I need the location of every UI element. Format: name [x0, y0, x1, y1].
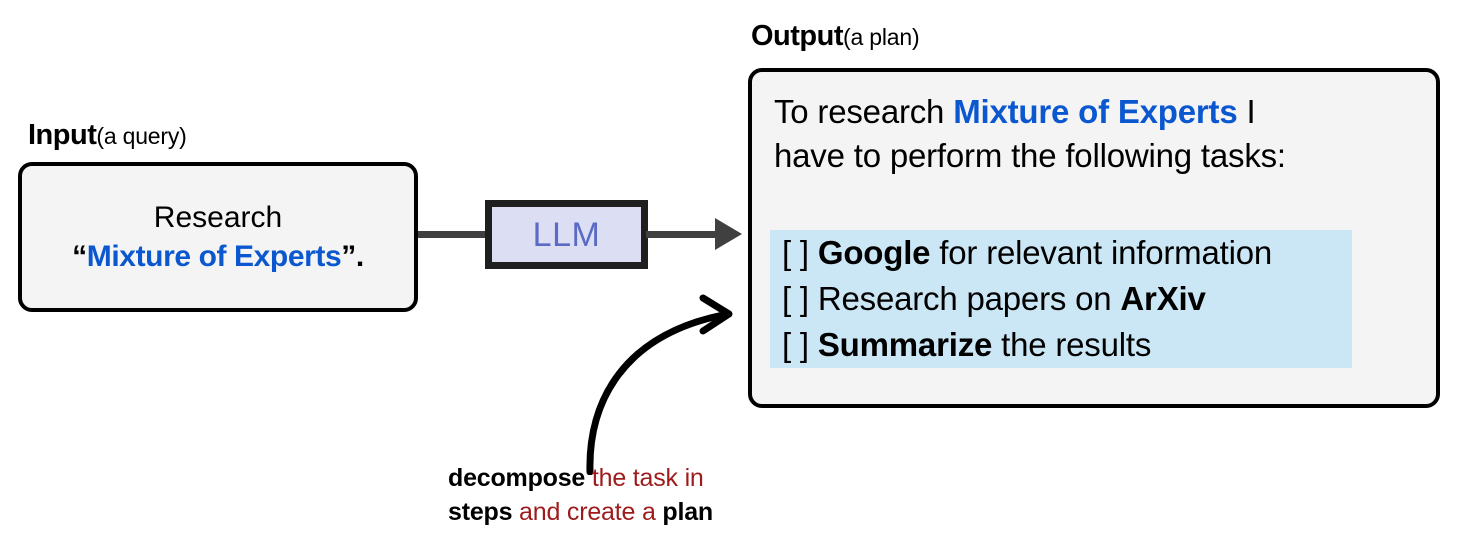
output-caption-light: (a plan)	[843, 24, 920, 50]
output-line-1-post: I	[1237, 93, 1256, 130]
annotation-caption: decompose the task in steps and create a…	[448, 462, 808, 530]
output-line-1: To research Mixture of Experts I	[774, 90, 1414, 134]
input-query-term: Mixture of Experts	[86, 240, 342, 273]
task-item: [ ] Google for relevant information	[770, 230, 1352, 276]
quote-open: “	[72, 240, 87, 273]
task-text: for relevant information	[930, 234, 1273, 271]
input-caption-strong: Input	[28, 119, 97, 151]
annotation-line-2-mid: and create a	[512, 497, 663, 526]
output-caption-strong: Output	[751, 20, 844, 52]
quote-close: ”.	[341, 240, 364, 273]
task-item: [ ] Summarize the results	[770, 322, 1352, 368]
connector-input-to-llm	[418, 231, 488, 238]
annotation-keyword-plan: plan	[662, 497, 713, 526]
annotation-line-1: decompose the task in	[448, 462, 808, 496]
output-line-2: have to perform the following tasks:	[774, 136, 1286, 174]
annotation-line-2: steps and create a plan	[448, 496, 808, 530]
output-query-term: Mixture of Experts	[953, 93, 1238, 130]
task-keyword: Google	[817, 234, 931, 271]
task-list: [ ] Google for relevant information [ ] …	[770, 230, 1352, 368]
llm-label: LLM	[532, 215, 601, 254]
output-caption: Output(a plan)	[751, 20, 920, 52]
input-line-1: Research	[153, 201, 283, 234]
task-text: Research papers on	[817, 280, 1121, 317]
task-checkbox[interactable]: [ ]	[782, 326, 809, 363]
task-checkbox[interactable]: [ ]	[782, 280, 809, 317]
curved-annotation-arrow-icon	[586, 294, 733, 475]
annotation-keyword-decompose: decompose	[448, 464, 586, 492]
task-checkbox[interactable]: [ ]	[782, 234, 809, 271]
annotation-keyword-steps: steps	[448, 497, 513, 526]
input-line-2: “Mixture of Experts”.	[72, 237, 364, 276]
connector-llm-to-output	[646, 231, 719, 238]
task-text: the results	[992, 326, 1152, 363]
task-item: [ ] Research papers on ArXiv	[770, 276, 1352, 322]
input-box: Research “Mixture of Experts”.	[18, 162, 418, 312]
input-caption: Input(a query)	[28, 121, 187, 150]
input-caption-light: (a query)	[96, 123, 187, 149]
llm-box: LLM	[485, 200, 648, 269]
arrowhead-icon	[715, 218, 742, 250]
task-keyword: Summarize	[817, 326, 993, 363]
annotation-line-1-rest: the task in	[585, 464, 704, 492]
task-keyword: ArXiv	[1120, 280, 1206, 317]
output-line-1-pre: To research	[774, 93, 954, 130]
